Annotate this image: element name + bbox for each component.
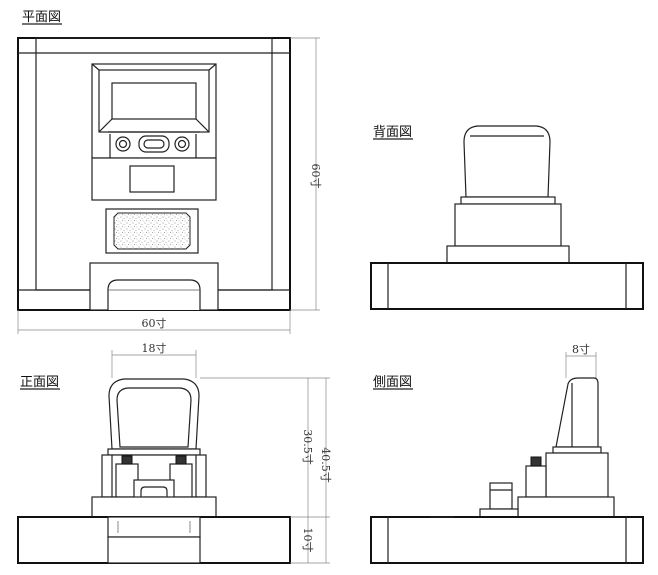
side-middle-block <box>545 452 609 498</box>
plan-view-label: 平面図 <box>22 10 61 25</box>
side-incense-holder <box>489 482 513 510</box>
side-foundation <box>370 516 644 564</box>
front-top-width-dim: 18寸 <box>142 341 167 355</box>
back-monument-top <box>463 125 551 198</box>
plan-height-dim: 60寸 <box>309 164 323 189</box>
plan-accessories <box>109 134 197 158</box>
front-lower-block <box>91 496 217 518</box>
front-monument-top <box>108 378 200 450</box>
side-top-ledge <box>552 446 602 454</box>
back-foundation <box>370 262 644 310</box>
plan-monument-top <box>91 63 217 159</box>
front-entry-step <box>107 536 201 564</box>
side-vase <box>525 465 547 498</box>
front-top-ledge <box>107 448 201 456</box>
front-total-height-dim: 40.5寸 <box>319 447 333 483</box>
side-lower-block <box>517 496 615 518</box>
side-view: 側面図 8寸 <box>370 342 644 564</box>
front-vases <box>115 455 193 498</box>
front-view: 正面図 18寸 <box>17 341 333 564</box>
plan-width-dim: 60寸 <box>142 316 167 330</box>
plan-entry-stone <box>107 279 201 310</box>
back-view-label: 背面図 <box>373 125 412 140</box>
back-middle-block <box>454 203 562 247</box>
plan-base-step <box>91 157 217 201</box>
front-base-height-dim: 10寸 <box>301 528 315 553</box>
front-upper-height-dim: 30.5寸 <box>301 429 315 465</box>
plan-stipple-plate <box>113 212 191 250</box>
side-monument-top <box>555 377 599 448</box>
side-view-label: 側面図 <box>373 375 412 390</box>
back-top-ledge <box>460 196 556 205</box>
back-lower-block <box>446 245 570 264</box>
front-view-label: 正面図 <box>20 375 59 390</box>
back-view: 背面図 <box>370 125 644 310</box>
plan-view: 平面図 <box>17 10 323 334</box>
plan-top-inner <box>111 82 197 120</box>
side-top-width-dim: 8寸 <box>572 342 590 356</box>
plan-offering-box <box>129 165 175 193</box>
